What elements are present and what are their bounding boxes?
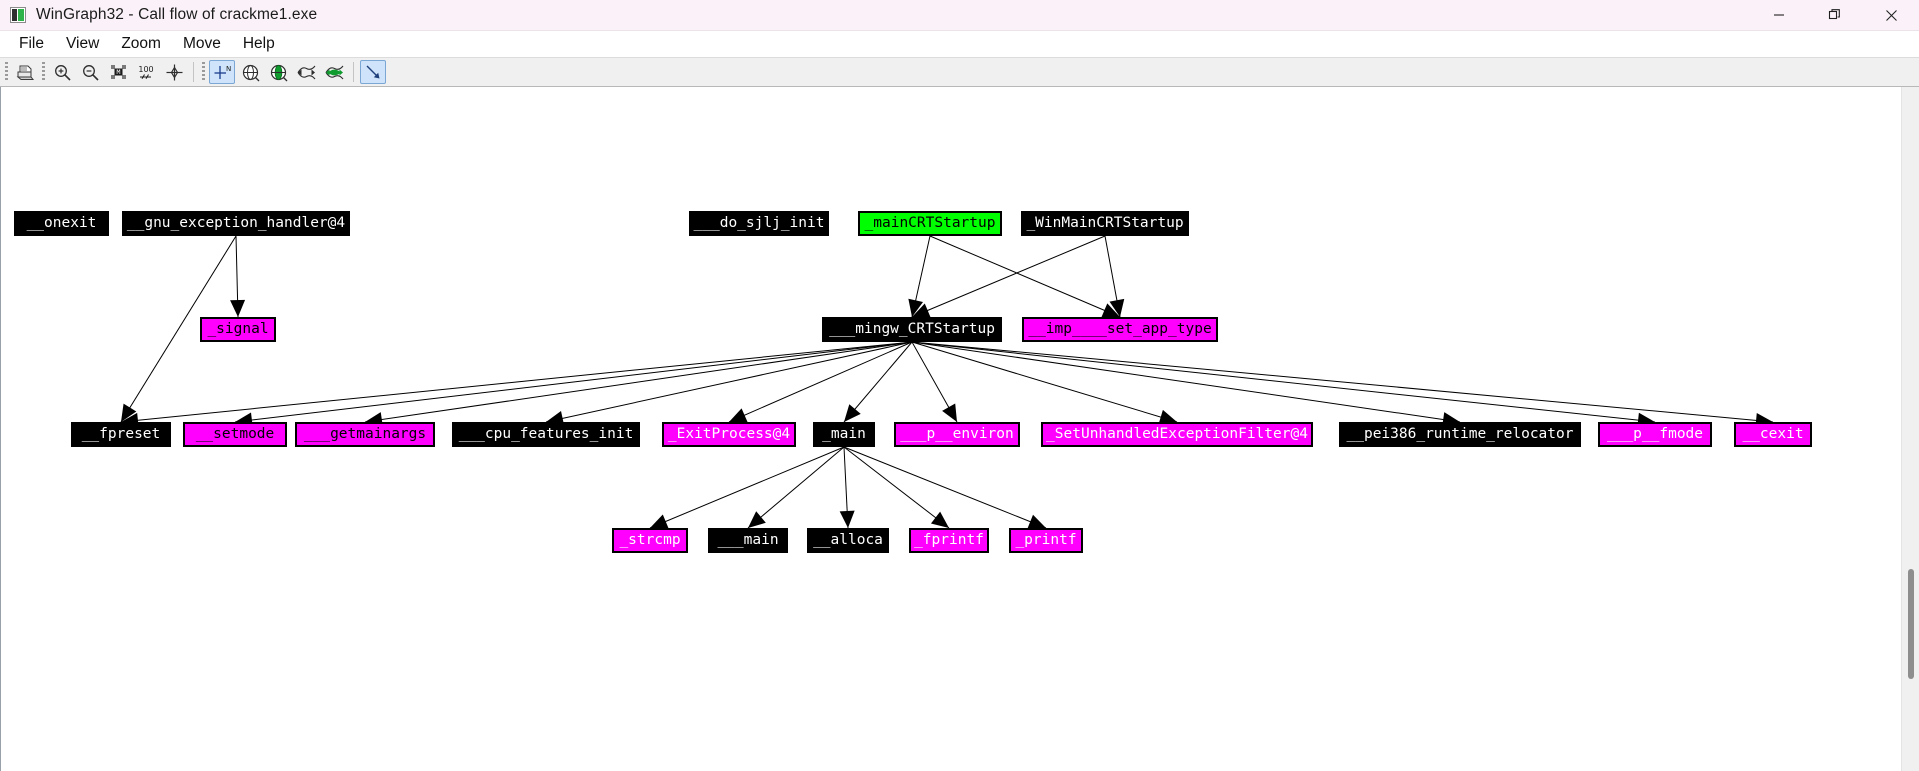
graph-canvas-area[interactable]: __onexit __gnu_exception_handler@4 ___do_s… — [0, 87, 1919, 771]
graph-edge — [728, 341, 913, 423]
globe-vertical-fill-button[interactable] — [265, 60, 291, 84]
window-controls — [1751, 0, 1919, 30]
toolbar-grip-1[interactable] — [2, 59, 11, 85]
crosshair-center-button[interactable] — [161, 60, 187, 84]
graph-edge — [929, 235, 1121, 318]
menu-item-zoom[interactable]: Zoom — [121, 34, 161, 52]
graph-edge — [843, 446, 1047, 529]
graph-edge — [364, 341, 913, 423]
vertical-scrollbar-thumb[interactable] — [1908, 569, 1914, 679]
graph-node-strcmp[interactable]: _strcmp — [612, 528, 688, 553]
graph-edge-arrowhead — [230, 299, 246, 317]
graph-edge — [911, 235, 931, 318]
graph-node-cpu_features[interactable]: ___cpu_features_init — [452, 422, 640, 447]
graph-edge — [911, 341, 1178, 423]
graph-edge — [747, 446, 845, 529]
graph-edge — [911, 341, 1461, 423]
graph-node-gnu_exc[interactable]: __gnu_exception_handler@4 — [122, 211, 350, 236]
svg-text:M: M — [116, 68, 120, 76]
fit-window-button[interactable]: M — [105, 60, 131, 84]
toolbar-separator-1 — [193, 62, 194, 82]
graph-edge-arrowhead — [729, 408, 748, 423]
graph-edge-arrowhead — [1101, 303, 1120, 318]
svg-text:N: N — [226, 65, 231, 73]
graph-edge-arrowhead — [942, 403, 957, 422]
graph-edge — [843, 446, 849, 529]
menu-item-view[interactable]: View — [65, 34, 100, 52]
maximize-button[interactable] — [1807, 0, 1863, 30]
toolbar-grip-2[interactable] — [39, 59, 48, 85]
graph-edge-arrowhead — [839, 510, 855, 528]
close-button[interactable] — [1863, 0, 1919, 30]
graph-edge — [649, 446, 845, 529]
graph-node-exitprocess[interactable]: _ExitProcess@4 — [662, 422, 796, 447]
graph-edge-arrowhead — [1027, 514, 1046, 529]
graph-node-main[interactable]: _main — [813, 422, 875, 447]
toolbar: M 100 N — [0, 57, 1919, 87]
menu-item-move[interactable]: Move — [182, 34, 221, 52]
graph-node-___main[interactable]: ___main — [708, 528, 788, 553]
graph-node-getmainargs[interactable]: ___getmainargs — [295, 422, 435, 447]
graph-edge-arrowhead — [912, 303, 931, 318]
graph-node-winmainCRT[interactable]: _WinMainCRTStartup — [1021, 211, 1189, 236]
graph-edge — [911, 235, 1106, 318]
spread-horizontal-button[interactable] — [293, 60, 319, 84]
diagonal-arrow-edge-tool-button[interactable] — [360, 60, 386, 84]
svg-text:100: 100 — [138, 65, 153, 74]
graph-node-signal[interactable]: _signal — [200, 317, 276, 342]
graph-node-setmode[interactable]: __setmode — [183, 422, 287, 447]
menu-item-help[interactable]: Help — [242, 34, 275, 52]
title-bar: WinGraph32 - Call flow of crackme1.exe — [0, 0, 1919, 31]
graph-edge — [120, 341, 913, 423]
app-window-icon — [10, 7, 26, 23]
toolbar-grip-3[interactable] — [199, 59, 208, 85]
graph-edge-arrowhead — [748, 511, 766, 528]
graph-node-fprintf[interactable]: _fprintf — [909, 528, 989, 553]
graph-edge — [911, 341, 1656, 423]
graph-node-printf[interactable]: _printf — [1009, 528, 1083, 553]
graph-node-p_fmode[interactable]: ___p__fmode — [1598, 422, 1712, 447]
zoom-in-button[interactable] — [49, 60, 75, 84]
graph-edge — [235, 235, 239, 318]
graph-node-p_environ[interactable]: ___p__environ — [894, 422, 1020, 447]
graph-node-imp_set_app_type[interactable]: __imp____set_app_type — [1022, 317, 1218, 342]
zoom-out-button[interactable] — [77, 60, 103, 84]
graph-node-onexit[interactable]: __onexit — [14, 211, 109, 236]
spread-arrows-filled-button[interactable] — [321, 60, 347, 84]
graph-edge-arrowhead — [930, 511, 949, 528]
zoom-100-button[interactable]: 100 — [133, 60, 159, 84]
graph-node-fpreset[interactable]: __fpreset — [71, 422, 171, 447]
graph-edge — [911, 341, 1774, 423]
graph-edge-arrowhead — [650, 514, 669, 529]
graph-node-alloca[interactable]: __alloca — [807, 528, 889, 553]
graph-edge-arrowhead — [121, 403, 137, 422]
graph-node-pei386[interactable]: __pei386_runtime_relocator — [1339, 422, 1581, 447]
graph-node-do_sjlj[interactable]: ___do_sjlj_init — [689, 211, 829, 236]
graph-edge-arrowhead — [908, 298, 924, 317]
graph-edge — [843, 446, 950, 529]
graph-edge-arrowhead — [1109, 298, 1125, 317]
graph-canvas[interactable]: __onexit __gnu_exception_handler@4 ___do_s… — [1, 87, 1891, 771]
graph-node-mingwCRT[interactable]: ___mingw_CRTStartup — [822, 317, 1002, 342]
graph-edge — [911, 341, 958, 423]
minimize-button[interactable] — [1751, 0, 1807, 30]
toolbar-separator-2 — [353, 62, 354, 82]
graph-edge — [234, 341, 913, 423]
graph-edge — [1104, 235, 1121, 318]
vertical-scrollbar[interactable] — [1901, 87, 1919, 771]
menu-item-file[interactable]: File — [19, 34, 44, 52]
move-north-button[interactable]: N — [209, 60, 235, 84]
graph-node-setunhandled[interactable]: _SetUnhandledExceptionFilter@4 — [1041, 422, 1313, 447]
graph-edge-arrowhead — [844, 404, 861, 422]
menu-bar: File View Zoom Move Help — [0, 31, 1919, 57]
graph-edge — [545, 341, 913, 423]
print-button[interactable] — [12, 60, 38, 84]
graph-edge — [843, 341, 913, 423]
graph-node-cexit[interactable]: __cexit — [1734, 422, 1812, 447]
globe-button[interactable] — [237, 60, 263, 84]
graph-node-mainCRT[interactable]: _mainCRTStartup — [858, 211, 1002, 236]
window-title: WinGraph32 - Call flow of crackme1.exe — [36, 6, 318, 23]
